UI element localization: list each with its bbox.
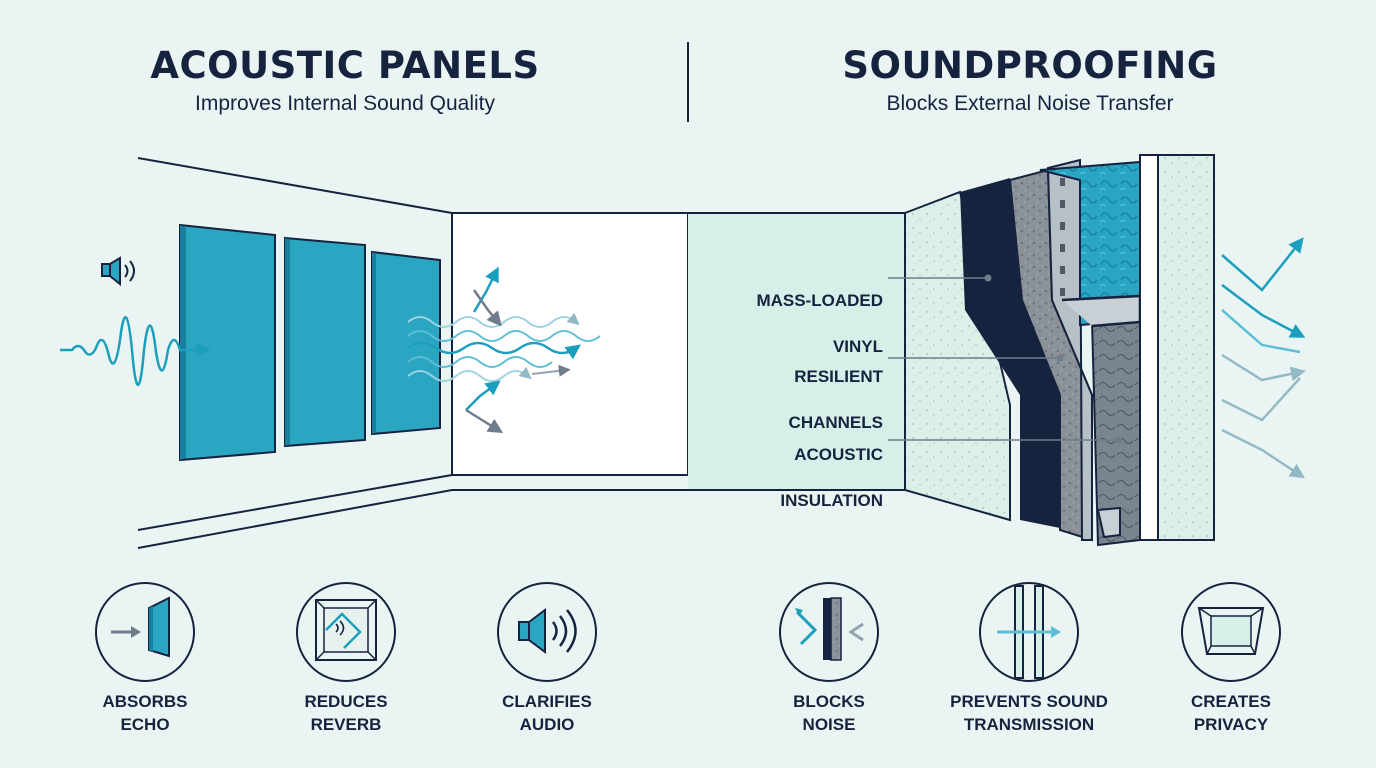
feature-label-line: BLOCKS — [793, 692, 865, 711]
feature-label-line: PRIVACY — [1193, 715, 1269, 734]
feature-label-line: NOISE — [802, 715, 856, 734]
feature-prevents-sound-transmission: PREVENTS SOUND TRANSMISSION — [944, 582, 1114, 736]
feature-label: ABSORBS ECHO — [60, 690, 230, 736]
soundproofing-subtitle: Blocks External Noise Transfer — [886, 92, 1174, 115]
acoustic-panels-title: ACOUSTIC PANELS — [150, 44, 540, 87]
wall-block-icon — [779, 582, 879, 682]
acoustic-panel-3 — [371, 250, 441, 436]
acoustic-panels-subtitle: Improves Internal Sound Quality — [195, 92, 495, 115]
drywall-back — [1139, 154, 1159, 541]
feature-absorbs-echo: ABSORBS ECHO — [60, 582, 230, 736]
feature-label-line: TRANSMISSION — [963, 715, 1095, 734]
callout-mass-loaded-vinyl: MASS-LOADED VINYL — [700, 266, 883, 381]
reverb-box-icon — [296, 582, 396, 682]
callout-leaders — [888, 277, 1118, 441]
feature-label-line: CREATES — [1191, 692, 1271, 711]
feature-label-line: ECHO — [120, 715, 170, 734]
feature-label: PREVENTS SOUND TRANSMISSION — [944, 690, 1114, 736]
callout-line: INSULATION — [780, 491, 883, 510]
callout-line: MASS-LOADED — [756, 291, 883, 310]
feature-label-line: REDUCES — [304, 692, 388, 711]
feature-label-line: AUDIO — [519, 715, 575, 734]
acoustic-panel-2 — [284, 236, 366, 448]
speaker-icon — [497, 582, 597, 682]
acoustic-panel-1 — [179, 223, 276, 462]
panel-absorb-icon — [95, 582, 195, 682]
feature-label-line: ABSORBS — [102, 692, 188, 711]
mint-back-wall — [688, 213, 905, 490]
callout-line: RESILIENT — [794, 367, 883, 386]
feature-clarifies-audio: CLARIFIES AUDIO — [462, 582, 632, 736]
incoming-sound-wave — [60, 316, 211, 387]
feature-label: BLOCKS NOISE — [744, 690, 914, 736]
speaker-icon — [101, 256, 135, 287]
callout-line: CHANNELS — [788, 413, 883, 432]
callout-acoustic-insulation: ACOUSTIC INSULATION — [700, 420, 883, 535]
feature-label: CREATES PRIVACY — [1146, 690, 1316, 736]
feature-blocks-noise: BLOCKS NOISE — [744, 582, 914, 736]
soundproofing-title: SOUNDPROOFING — [842, 44, 1218, 87]
callout-line: ACOUSTIC — [794, 445, 883, 464]
feature-label: REDUCES REVERB — [261, 690, 431, 736]
feature-label: CLARIFIES AUDIO — [462, 690, 632, 736]
feature-reduces-reverb: REDUCES REVERB — [261, 582, 431, 736]
callout-line: VINYL — [832, 337, 883, 356]
privacy-frame-icon — [1181, 582, 1281, 682]
feature-label-line: REVERB — [310, 715, 382, 734]
feature-creates-privacy: CREATES PRIVACY — [1146, 582, 1316, 736]
drywall-front — [904, 190, 1011, 522]
resilient-channel — [1046, 158, 1093, 541]
diffused-waves — [407, 266, 601, 434]
reflected-sound-waves — [1221, 237, 1306, 479]
callout-resilient-channels: RESILIENT CHANNELS — [700, 342, 883, 457]
wall-transmission-icon — [979, 582, 1079, 682]
drywall-exterior — [1157, 154, 1215, 541]
feature-label-line: CLARIFIES — [502, 692, 592, 711]
feature-label-line: PREVENTS SOUND — [950, 692, 1108, 711]
